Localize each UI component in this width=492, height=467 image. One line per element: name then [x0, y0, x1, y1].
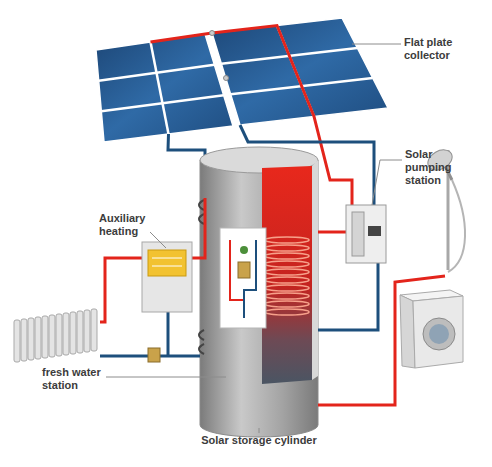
coil-turn: [265, 293, 309, 299]
coil-turn: [265, 253, 309, 259]
pump-module: [352, 212, 364, 256]
cold-pipe: [167, 312, 170, 356]
radiator: [14, 309, 97, 362]
hot-pipe: [192, 198, 205, 258]
leader-line: [259, 428, 260, 433]
tank-wall: [312, 160, 318, 380]
coil-turn: [265, 245, 309, 251]
coil-turn: [265, 301, 309, 307]
radiator-fin: [28, 318, 34, 360]
radiator-fin: [56, 314, 62, 356]
radiator-fin: [14, 320, 20, 362]
coil-turn: [265, 285, 309, 291]
hot-pipe: [100, 258, 142, 322]
cold-pipe: [318, 263, 378, 330]
radiator-fin: [70, 312, 76, 354]
coil-turn: [265, 269, 309, 275]
radiator-fin: [63, 313, 69, 355]
leader-line: [150, 232, 166, 248]
cold-pipe: [168, 134, 205, 185]
solar-panel: [96, 34, 233, 142]
leader-line: [352, 44, 401, 45]
washing-machine: [413, 296, 463, 368]
radiator-fin: [35, 317, 41, 359]
radiator-fin: [77, 311, 83, 353]
radiator-fin: [91, 309, 97, 351]
pipe-fitting: [224, 76, 229, 81]
coil-turn: [265, 261, 309, 267]
coil-turn: [265, 309, 309, 315]
boiler-unit: [142, 242, 192, 312]
washer-drum: [429, 324, 449, 344]
panel-gap: [151, 42, 169, 134]
leader-line: [372, 160, 402, 205]
callout-label: Solar pumping station: [405, 148, 460, 187]
radiator-fin: [84, 310, 90, 352]
washer-door: [423, 318, 455, 350]
callout-label: fresh water station: [42, 366, 108, 392]
controller-display: [368, 226, 381, 236]
coil-turn: [265, 277, 309, 283]
panel-line: [152, 266, 182, 267]
panel-gap: [99, 65, 215, 81]
solar-panel: [212, 18, 388, 125]
module-valve: [238, 262, 250, 278]
callout-label: Auxiliary heating: [99, 212, 159, 238]
callout-label: Solar storage cylinder: [179, 434, 339, 447]
leader-lines: [106, 44, 402, 433]
panel-line: [152, 258, 182, 259]
radiator-fin: [49, 315, 55, 357]
panel-gap: [101, 95, 223, 111]
module-pump: [240, 246, 248, 254]
radiator-fin: [42, 316, 48, 358]
storage-tank: [200, 160, 318, 437]
pipe-fitting: [210, 31, 215, 36]
heat-exchanger-coil: [265, 237, 309, 315]
coil-turn: [265, 237, 309, 243]
tank-connector: [199, 200, 204, 354]
shower-hose: [448, 180, 465, 272]
fresh-water-module: [220, 228, 266, 328]
radiator-fin: [21, 319, 27, 361]
boiler-panel: [148, 250, 186, 276]
valve: [148, 348, 160, 362]
tank-cutaway: [262, 166, 312, 384]
pump-station: [346, 205, 386, 263]
hot-pipe: [318, 231, 346, 234]
leader-line: [106, 377, 226, 378]
callout-label: Flat plate collector: [404, 36, 468, 62]
